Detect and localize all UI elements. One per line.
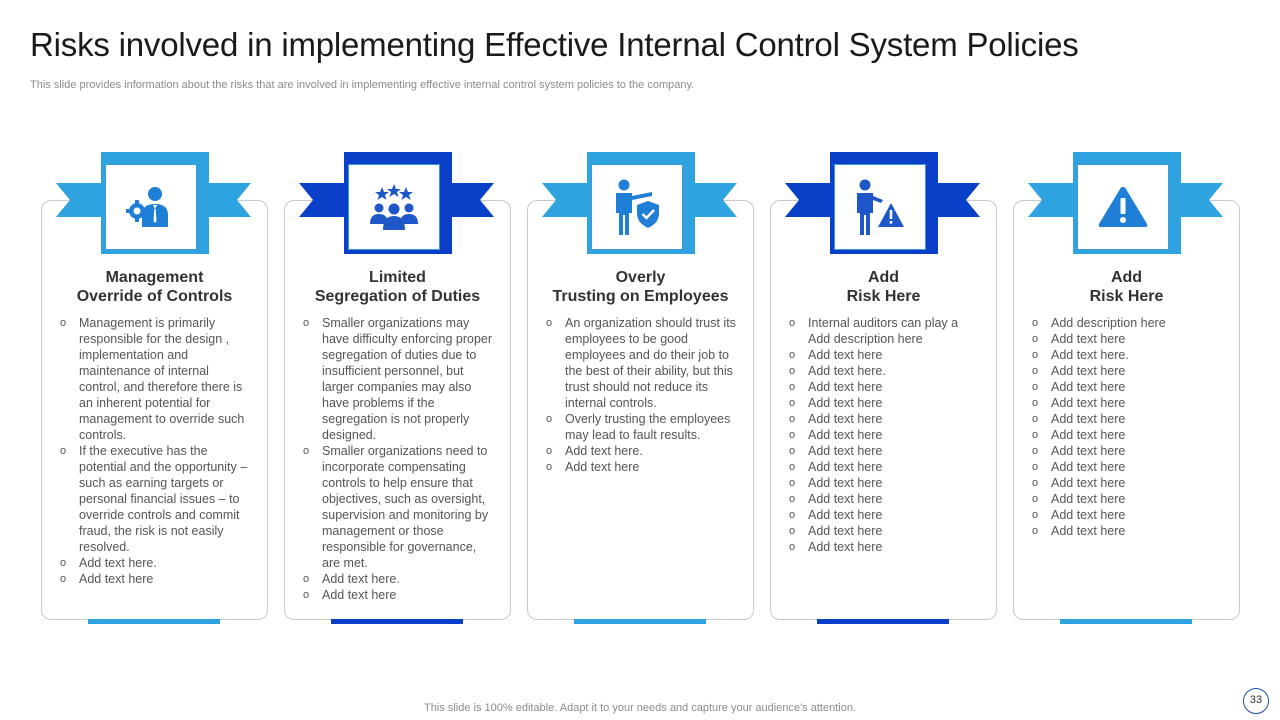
list-item: Add text here <box>546 459 736 475</box>
list-item: Add text here <box>789 539 979 555</box>
card-accent-bar <box>817 619 949 624</box>
list-item: Add text here <box>789 443 979 459</box>
page-number: 33 <box>1243 688 1269 714</box>
list-item: Add text here <box>789 491 979 507</box>
slide-title: Risks involved in implementing Effective… <box>30 26 1079 63</box>
list-item: Add text here <box>1032 443 1222 459</box>
card-bullet-list: Add description here Add text here Add t… <box>1032 315 1222 539</box>
list-item: Add text here <box>1032 491 1222 507</box>
list-item: Add text here. <box>1032 347 1222 363</box>
list-item: Add text here <box>1032 395 1222 411</box>
list-item: Add description here <box>1032 315 1222 331</box>
list-item: Management is primarily responsible for … <box>60 315 250 443</box>
list-item: Add text here <box>1032 427 1222 443</box>
list-item: Smaller organizations need to incorporat… <box>303 443 493 571</box>
list-item: Add text here <box>789 523 979 539</box>
list-item: An organization should trust its employe… <box>546 315 736 411</box>
list-item: Overly trusting the employees may lead t… <box>546 411 736 443</box>
list-item: Add text here <box>789 475 979 491</box>
list-item: Add text here <box>1032 331 1222 347</box>
list-item: Add text here. <box>303 571 493 587</box>
icon-frame <box>587 152 695 254</box>
team-stars-icon <box>370 184 418 230</box>
card-accent-bar <box>88 619 220 624</box>
list-item: If the executive has the potential and t… <box>60 443 250 555</box>
list-item: Add text here <box>1032 363 1222 379</box>
card-bullet-list: Internal auditors can play a Add descrip… <box>789 315 979 555</box>
icon-frame <box>101 152 209 254</box>
list-item: Add text here <box>1032 507 1222 523</box>
list-item: Add text here. <box>789 363 979 379</box>
icon-frame <box>344 152 452 254</box>
list-item: Add text here <box>1032 411 1222 427</box>
slide-footer: This slide is 100% editable. Adapt it to… <box>424 702 856 714</box>
warning-triangle-icon <box>1098 187 1148 227</box>
list-item: Add text here <box>60 571 250 587</box>
list-item: Add text here <box>789 427 979 443</box>
person-shield-icon <box>616 179 659 235</box>
list-item: Add text here. <box>60 555 250 571</box>
list-item: Internal auditors can play a Add descrip… <box>789 315 979 347</box>
list-item: Add text here <box>789 411 979 427</box>
list-item: Add text here <box>789 347 979 363</box>
card-accent-bar <box>1060 619 1192 624</box>
slide-subtitle: This slide provides information about th… <box>30 79 695 91</box>
list-item: Smaller organizations may have difficult… <box>303 315 493 443</box>
list-item: Add text here <box>303 587 493 603</box>
card-bullet-list: An organization should trust its employe… <box>546 315 736 475</box>
list-item: Add text here <box>789 459 979 475</box>
icon-frame <box>830 152 938 254</box>
list-item: Add text here <box>1032 379 1222 395</box>
icon-frame <box>1073 152 1181 254</box>
list-item: Add text here <box>1032 475 1222 491</box>
card-bullet-list: Smaller organizations may have difficult… <box>303 315 493 603</box>
person-warning-icon <box>857 179 904 235</box>
card-accent-bar <box>331 619 463 624</box>
manager-gear-icon <box>126 187 168 227</box>
list-item: Add text here <box>789 507 979 523</box>
list-item: Add text here <box>789 379 979 395</box>
list-item: Add text here. <box>546 443 736 459</box>
card-accent-bar <box>574 619 706 624</box>
card-bullet-list: Management is primarily responsible for … <box>60 315 250 587</box>
list-item: Add text here <box>789 395 979 411</box>
list-item: Add text here <box>1032 459 1222 475</box>
list-item: Add text here <box>1032 523 1222 539</box>
